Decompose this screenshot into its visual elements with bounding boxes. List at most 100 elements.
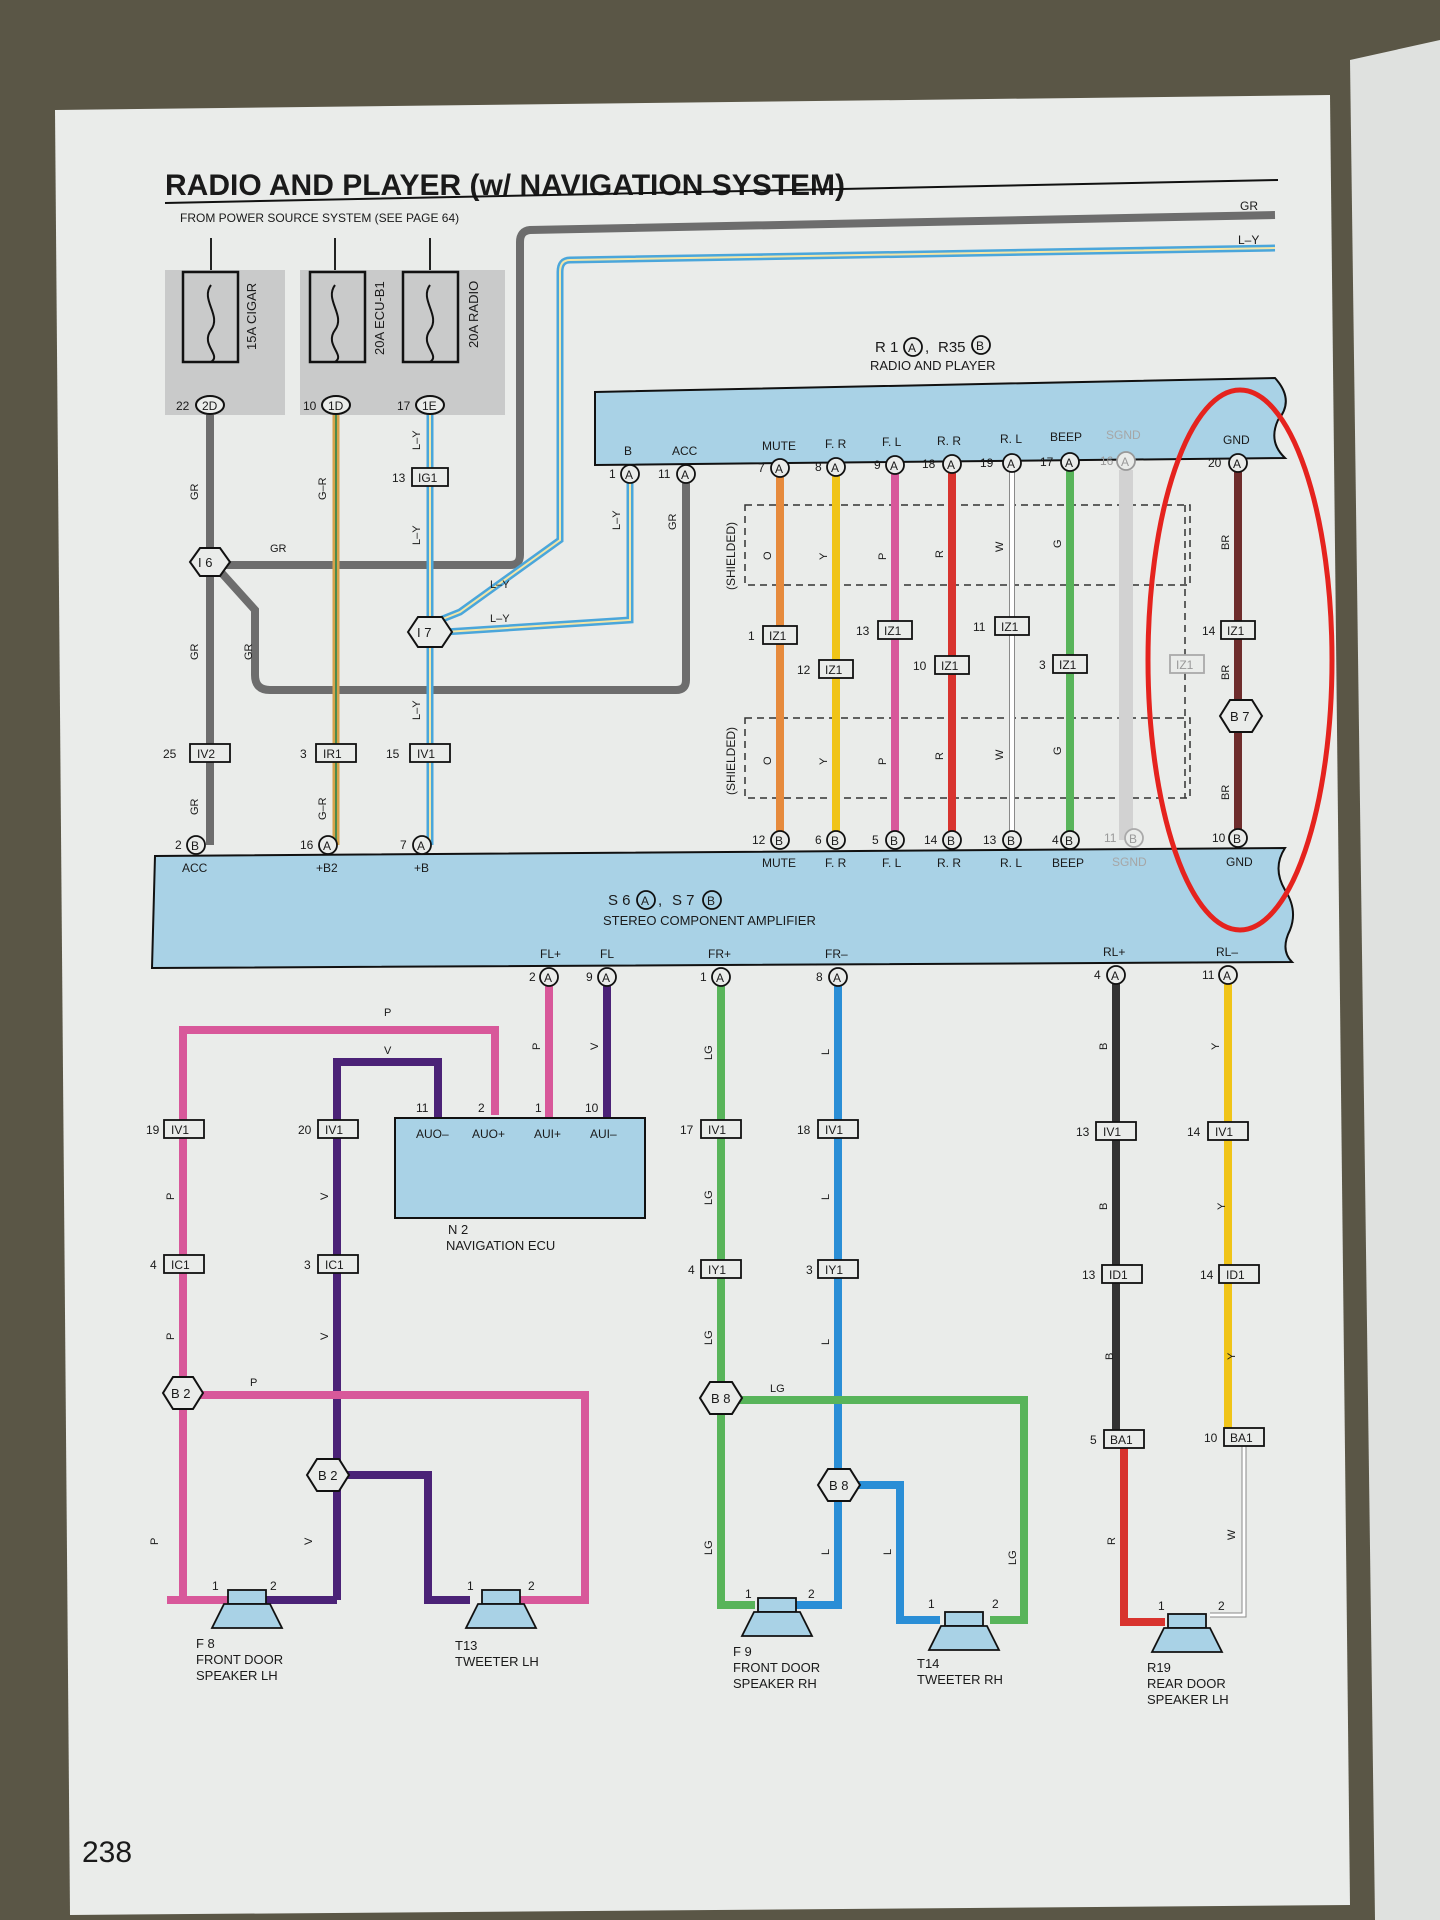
fuse-label: 20A RADIO bbox=[466, 281, 481, 348]
shielded-label: (SHIELDED) bbox=[724, 522, 738, 590]
svg-text:17: 17 bbox=[397, 399, 411, 413]
svg-text:B: B bbox=[947, 834, 955, 848]
radio-pin-b: B A 1 bbox=[609, 444, 640, 484]
svg-text:8: 8 bbox=[815, 460, 822, 474]
svg-text:3: 3 bbox=[806, 1263, 813, 1277]
svg-text:AUO+: AUO+ bbox=[472, 1127, 505, 1141]
svg-text:3: 3 bbox=[300, 747, 307, 761]
power-source-note: FROM POWER SOURCE SYSTEM (SEE PAGE 64) bbox=[180, 211, 459, 225]
svg-text:A: A bbox=[1065, 456, 1073, 470]
svg-text:B 2: B 2 bbox=[171, 1386, 191, 1401]
speaker-front-door-rh: 1 2 F 9 FRONT DOOR SPEAKER RH bbox=[733, 1587, 820, 1691]
svg-text:IY1: IY1 bbox=[825, 1263, 843, 1277]
svg-text:16: 16 bbox=[1100, 454, 1114, 468]
red-annotation-circle bbox=[1145, 387, 1335, 933]
svg-text:+B: +B bbox=[414, 861, 429, 875]
svg-text:REAR DOOR: REAR DOOR bbox=[1147, 1676, 1226, 1691]
svg-text:ID1: ID1 bbox=[1226, 1268, 1245, 1282]
svg-text:TWEETER RH: TWEETER RH bbox=[917, 1672, 1003, 1687]
svg-text:R35: R35 bbox=[938, 339, 966, 356]
svg-text:P: P bbox=[250, 1377, 257, 1389]
svg-text:5: 5 bbox=[1090, 1433, 1097, 1447]
svg-text:RL–: RL– bbox=[1216, 945, 1238, 959]
svg-text:F. L: F. L bbox=[882, 856, 902, 870]
svg-text:13: 13 bbox=[1076, 1125, 1090, 1139]
shielded-box-bottom bbox=[744, 717, 1191, 799]
speaker-front-door-lh: 1 2 F 8 FRONT DOOR SPEAKER LH bbox=[196, 1579, 284, 1683]
gray-wire-acc bbox=[207, 475, 690, 694]
svg-text:A: A bbox=[625, 468, 633, 482]
red-wire-rear-lh bbox=[1120, 1440, 1165, 1626]
navigation-ecu: AUO– AUO+ AUI+ AUI– 11 2 1 10 N 2 NAVIGA… bbox=[394, 1101, 646, 1253]
svg-text:IV1: IV1 bbox=[1215, 1125, 1233, 1139]
svg-text:B: B bbox=[1098, 1203, 1110, 1210]
svg-text:10: 10 bbox=[1212, 831, 1226, 845]
svg-text:L: L bbox=[882, 1549, 894, 1555]
svg-text:ACC: ACC bbox=[182, 861, 208, 875]
connector-iv1-b: IV1 15 bbox=[386, 743, 451, 763]
svg-text:I 7: I 7 bbox=[417, 625, 431, 640]
svg-text:SGND: SGND bbox=[1106, 428, 1141, 442]
svg-text:B: B bbox=[1129, 832, 1137, 846]
svg-text:10: 10 bbox=[1204, 1431, 1218, 1445]
speaker-tweeter-rh: 1 2 T14 TWEETER RH bbox=[917, 1597, 1003, 1687]
svg-text:17: 17 bbox=[1040, 455, 1054, 469]
svg-text:FL: FL bbox=[600, 947, 614, 961]
svg-text:A: A bbox=[1233, 457, 1241, 471]
fuse-15a-cigar: 15A CIGAR bbox=[181, 238, 259, 364]
svg-text:F 9: F 9 bbox=[733, 1644, 752, 1659]
svg-text:B: B bbox=[1065, 834, 1073, 848]
svg-text:A: A bbox=[323, 839, 331, 853]
svg-text:IV2: IV2 bbox=[197, 747, 215, 761]
svg-text:2: 2 bbox=[808, 1587, 815, 1601]
shielded-label: (SHIELDED) bbox=[724, 727, 738, 795]
svg-text:4: 4 bbox=[150, 1258, 157, 1272]
svg-text:R. L: R. L bbox=[1000, 856, 1022, 870]
svg-text:14: 14 bbox=[924, 833, 938, 847]
page-title: RADIO AND PLAYER (w/ NAVIGATION SYSTEM) bbox=[165, 169, 845, 202]
svg-text:7: 7 bbox=[758, 461, 765, 475]
svg-text:P: P bbox=[877, 553, 889, 560]
wire-label: GR bbox=[270, 543, 287, 555]
svg-text:+B2: +B2 bbox=[316, 861, 338, 875]
violet-wire-tweeter-lh bbox=[337, 1471, 470, 1604]
svg-text:A: A bbox=[544, 971, 552, 985]
svg-text:I 6: I 6 bbox=[198, 555, 212, 570]
svg-text:10: 10 bbox=[913, 659, 927, 673]
svg-text:LG: LG bbox=[703, 1540, 715, 1555]
svg-text:10: 10 bbox=[585, 1101, 599, 1115]
svg-text:F 8: F 8 bbox=[196, 1636, 215, 1651]
svg-text:A: A bbox=[908, 341, 916, 355]
svg-text:A: A bbox=[1121, 455, 1129, 469]
svg-text:B: B bbox=[1233, 832, 1241, 846]
svg-text:8: 8 bbox=[816, 970, 823, 984]
svg-text:Y: Y bbox=[818, 552, 830, 560]
svg-text:F. R: F. R bbox=[825, 856, 847, 870]
svg-text:IV1: IV1 bbox=[325, 1123, 343, 1137]
svg-text:T14: T14 bbox=[917, 1656, 939, 1671]
amplifier-bottom-pins: FL+ A 2 FL A 9 FR+ A 1 FR– A 8 RL+ A 4 R… bbox=[529, 945, 1238, 987]
svg-text:R: R bbox=[934, 752, 946, 760]
wire-label: GR bbox=[189, 483, 201, 500]
svg-text:FL+: FL+ bbox=[540, 947, 561, 961]
svg-text:P: P bbox=[531, 1043, 543, 1050]
svg-text:14: 14 bbox=[1187, 1125, 1201, 1139]
svg-text:ACC: ACC bbox=[672, 444, 698, 458]
svg-text:18: 18 bbox=[922, 457, 936, 471]
svg-text:1: 1 bbox=[745, 1587, 752, 1601]
svg-text:IZ1: IZ1 bbox=[1176, 658, 1194, 672]
fuse-label: 15A CIGAR bbox=[244, 283, 259, 350]
title-underline bbox=[164, 179, 1279, 204]
svg-text:2: 2 bbox=[270, 1579, 277, 1593]
svg-text:13: 13 bbox=[983, 833, 997, 847]
svg-text:L: L bbox=[820, 1194, 832, 1200]
svg-text:B: B bbox=[1104, 1353, 1116, 1360]
svg-text:11: 11 bbox=[416, 1101, 429, 1115]
svg-text:V: V bbox=[303, 1537, 315, 1545]
svg-text:2D: 2D bbox=[202, 399, 218, 413]
svg-text:LG: LG bbox=[703, 1190, 715, 1205]
svg-text:BR: BR bbox=[1220, 785, 1232, 800]
svg-text:W: W bbox=[994, 749, 1006, 760]
svg-text:1D: 1D bbox=[328, 399, 344, 413]
svg-text:IV1: IV1 bbox=[825, 1123, 843, 1137]
